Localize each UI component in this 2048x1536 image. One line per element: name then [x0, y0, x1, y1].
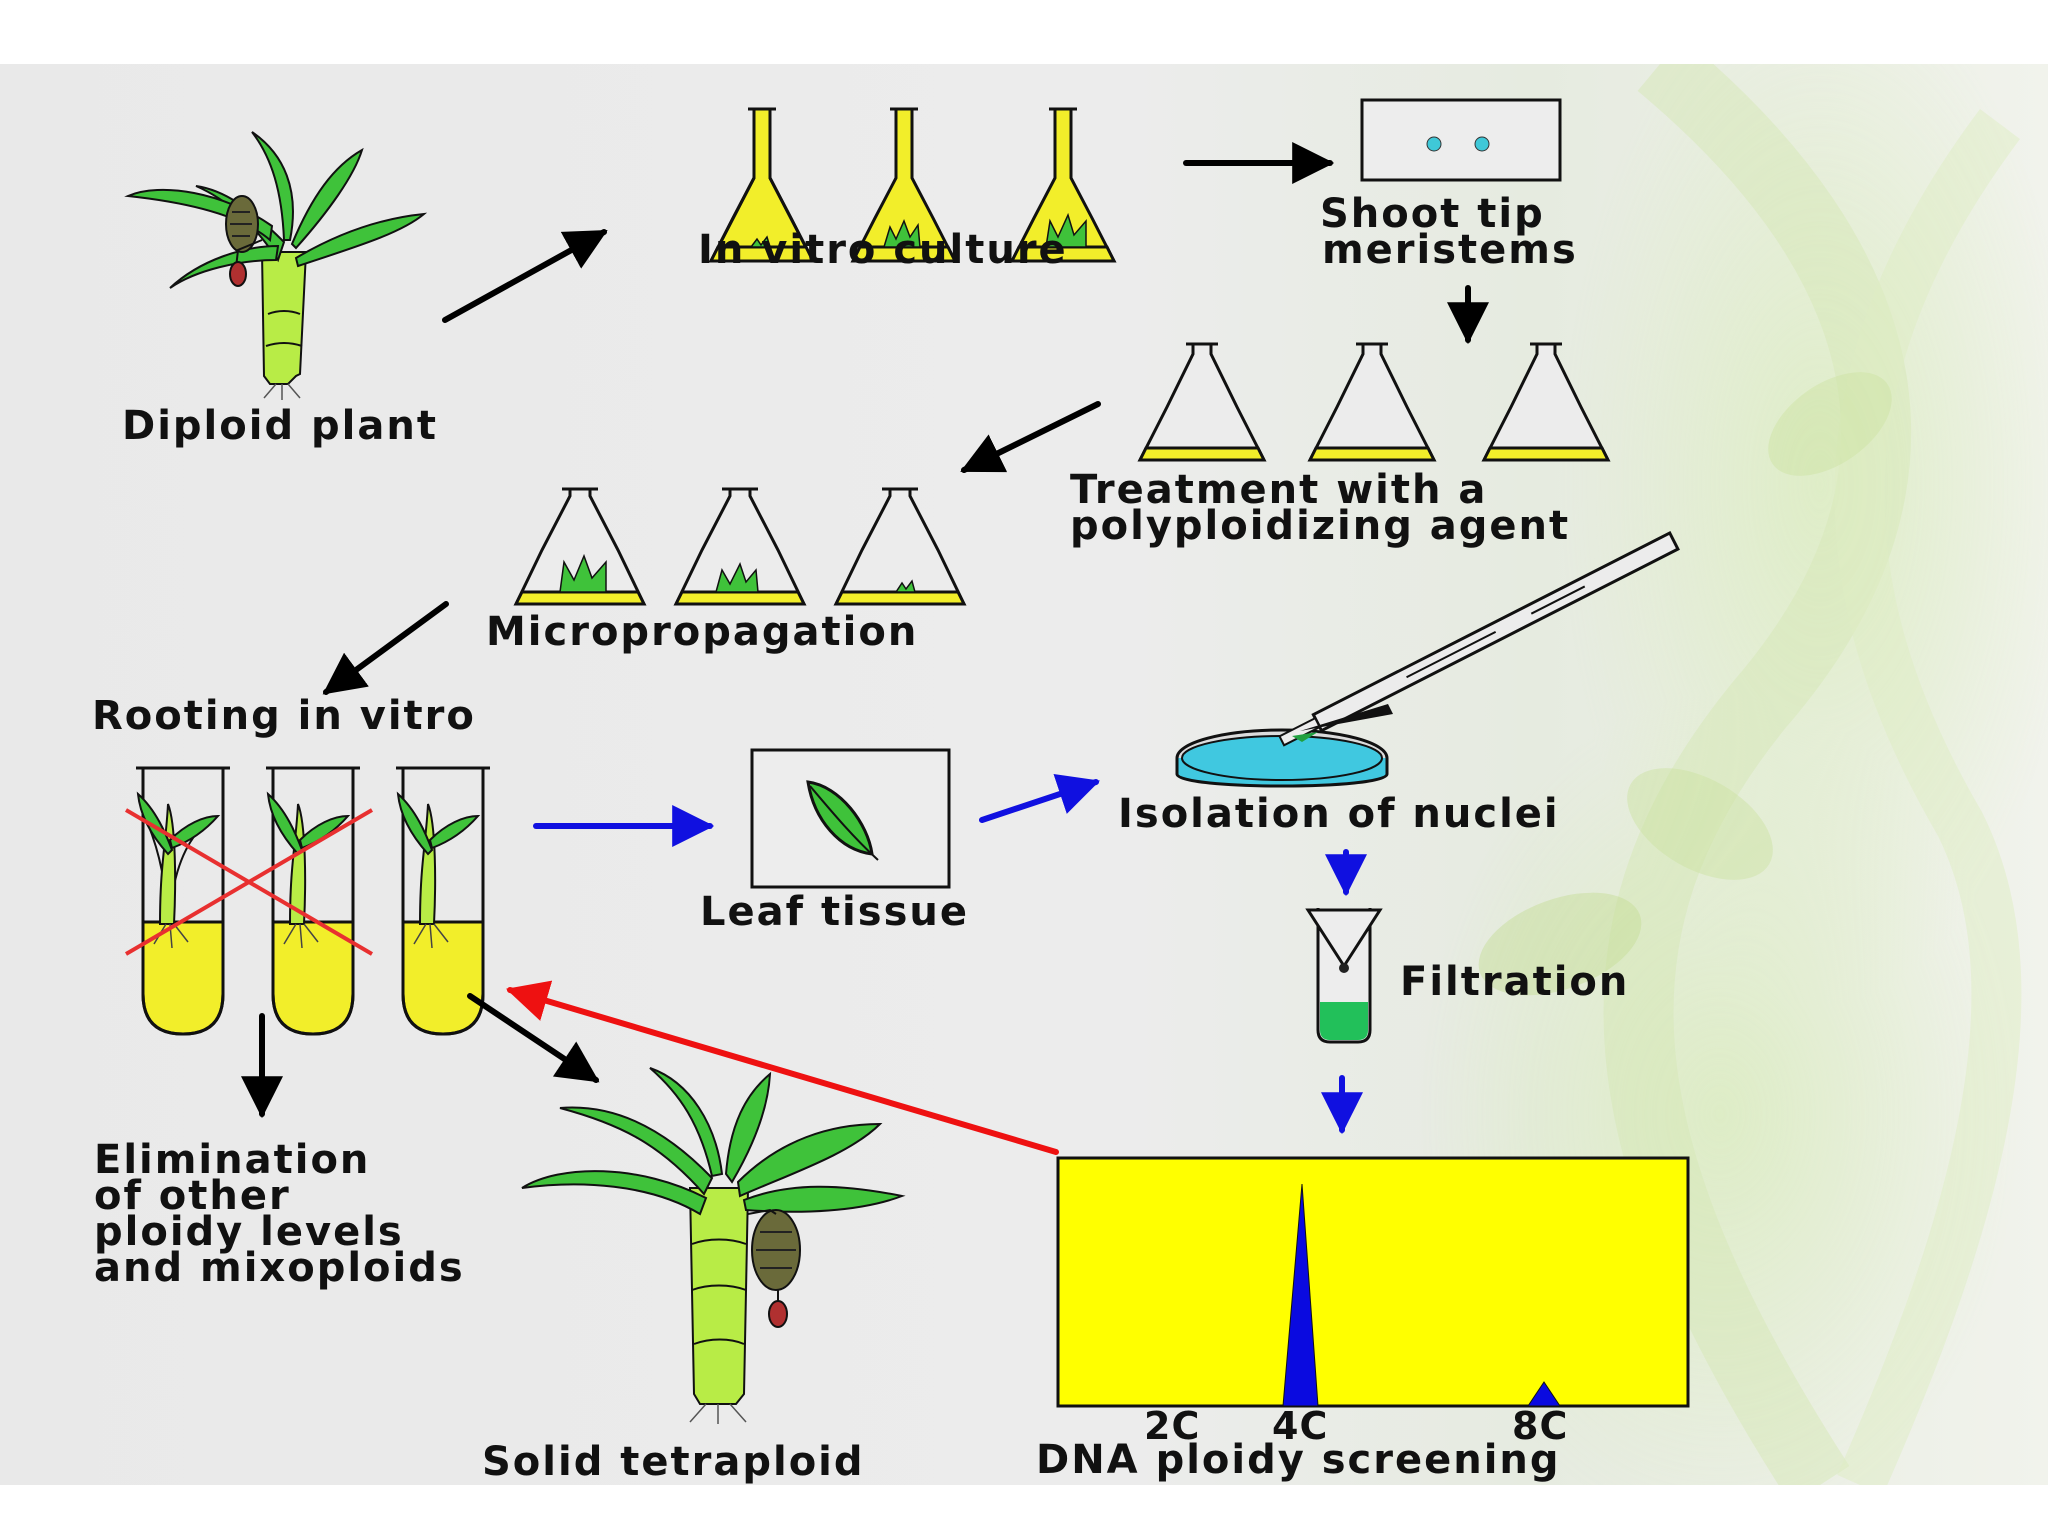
dna-ploidy-histogram — [1056, 1156, 1690, 1408]
label-leaf-tissue: Leaf tissue — [700, 889, 969, 935]
label-dna-ploidy-screening: DNA ploidy screening — [1036, 1437, 1561, 1483]
label-shoot-tip-line2: meristems — [1322, 227, 1578, 273]
diagram-artwork — [124, 64, 2048, 1485]
label-filtration: Filtration — [1400, 959, 1630, 1005]
label-elimination-line4: and mixoploids — [94, 1245, 465, 1291]
histogram-peak-8c — [1527, 1381, 1561, 1407]
label-isolation-of-nuclei: Isolation of nuclei — [1118, 791, 1560, 837]
label-shoot-tip-line1: Shoot tip — [1320, 191, 1545, 237]
histogram-tick-2c: 2C — [1144, 1404, 1201, 1448]
test-tube-3 — [396, 766, 490, 1036]
rooting-test-tubes — [136, 766, 490, 1036]
arrow-micropropagation-to-rooting — [322, 601, 449, 695]
filtration-tube — [1305, 908, 1383, 1044]
treatment-flask-1 — [1137, 342, 1267, 462]
arrow-plant-to-culture — [442, 229, 608, 323]
label-elimination-line2: of other — [94, 1173, 291, 1219]
treatment-flasks — [1137, 342, 1611, 462]
in-vitro-culture-flasks — [708, 107, 1117, 263]
rejected-tubes-cross — [124, 808, 374, 956]
label-diploid-plant: Diploid plant — [122, 403, 438, 449]
diploid-plant-illustration — [124, 131, 428, 400]
arrow-screening-feedback — [505, 980, 1059, 1155]
leaf-tissue-box — [750, 748, 951, 889]
flow-arrows — [241, 142, 1489, 1155]
label-elimination-line1: Elimination — [94, 1137, 371, 1183]
label-treatment-line2: polyploidizing agent — [1070, 503, 1571, 549]
treatment-flask-2 — [1307, 342, 1437, 462]
histogram-peak-4c — [1282, 1183, 1319, 1407]
arrow-tubes-to-tetraploid — [467, 993, 600, 1083]
background-vine-decoration — [1420, 64, 2048, 1485]
culture-flask-interiors — [708, 212, 1117, 263]
histogram-tick-8c: 8C — [1512, 1404, 1569, 1448]
label-solid-tetraploid: Solid tetraploid — [482, 1439, 865, 1485]
label-rooting-in-vitro: Rooting in vitro — [92, 693, 476, 739]
label-elimination-line3: ploidy levels — [94, 1209, 404, 1255]
label-micropropagation: Micropropagation — [486, 609, 919, 655]
histogram-tick-4c: 4C — [1272, 1404, 1329, 1448]
petri-dish-with-pipette — [1175, 531, 1680, 788]
diagram-slide: Diploid plant In vitro culture Shoot tip… — [0, 64, 2048, 1485]
arrow-leaf-to-isolation — [979, 774, 1100, 823]
test-tube-1 — [136, 766, 230, 1036]
label-in-vitro-culture: In vitro culture — [698, 227, 1068, 273]
shoot-tip-meristem-box — [1360, 98, 1562, 182]
solid-tetraploid-plant-illustration — [521, 1067, 906, 1424]
micropropagation-flasks — [513, 487, 967, 606]
arrow-treatment-to-micropropagation — [960, 401, 1101, 473]
label-treatment-line1: Treatment with a — [1070, 467, 1488, 513]
